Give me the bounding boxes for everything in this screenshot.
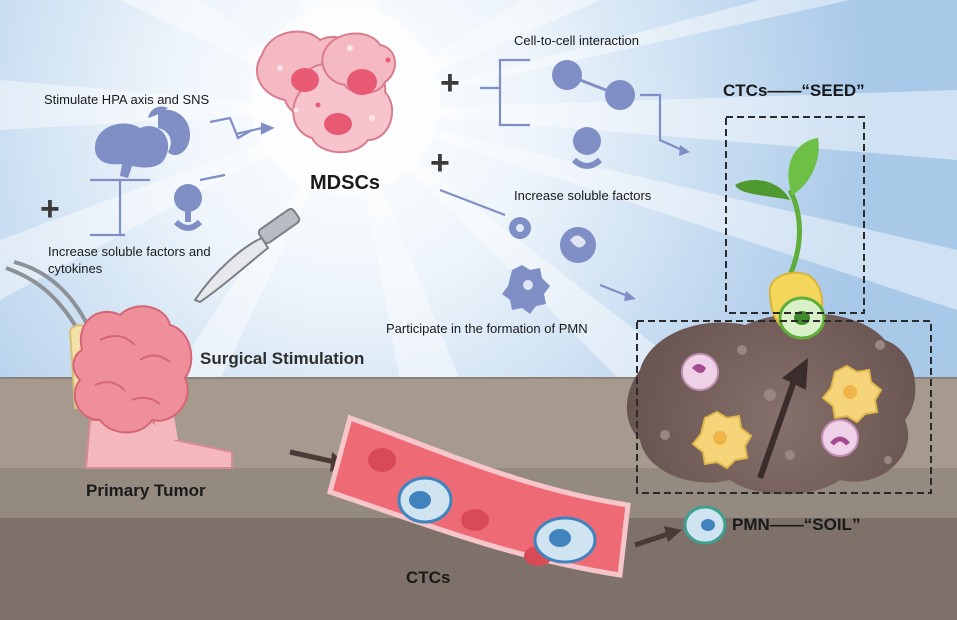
label-mdscs: MDSCs (310, 172, 381, 194)
receptor-icon (173, 184, 203, 231)
cell-interaction-group (480, 58, 690, 169)
arrow-vessel-to-ctc (634, 505, 727, 548)
forceps-icon (5, 260, 90, 332)
label-surgical-stimulation: Surgical Stimulation (200, 349, 365, 368)
plus-symbol-mdsc: + (440, 64, 460, 102)
label-primary-tumor: Primary Tumor (86, 481, 206, 500)
label-participate: Participate in the formation of PMN (386, 321, 588, 336)
plus-symbol-left: + (40, 190, 60, 228)
label-stimulate: Stimulate HPA axis and SNS (44, 92, 210, 107)
pmn-soil (626, 313, 916, 495)
brain-icon (95, 123, 169, 178)
soluble-factor-cells (439, 188, 636, 314)
adrenal-gland-icon (148, 106, 190, 156)
light-rays (0, 0, 957, 380)
label-soluble-cytokines-1: Increase soluble factors and (48, 244, 211, 259)
label-ctcs: CTCs (406, 568, 451, 587)
blood-vessel (326, 414, 631, 578)
scalpel-icon (193, 207, 301, 304)
label-seed: CTCs——“SEED” (723, 81, 865, 100)
mdsc-cluster (250, 5, 440, 195)
plus-symbol-soluble: + (430, 144, 450, 182)
label-soluble-factors: Increase soluble factors (514, 188, 652, 203)
seed-box (725, 116, 865, 314)
soil-box (636, 320, 932, 494)
primary-tumor (68, 305, 233, 469)
label-soluble-cytokines-2: cytokines (48, 261, 103, 276)
connector-lines (90, 116, 275, 237)
label-soil: PMN——“SOIL” (732, 515, 861, 534)
label-cell-interaction: Cell-to-cell interaction (514, 33, 639, 48)
